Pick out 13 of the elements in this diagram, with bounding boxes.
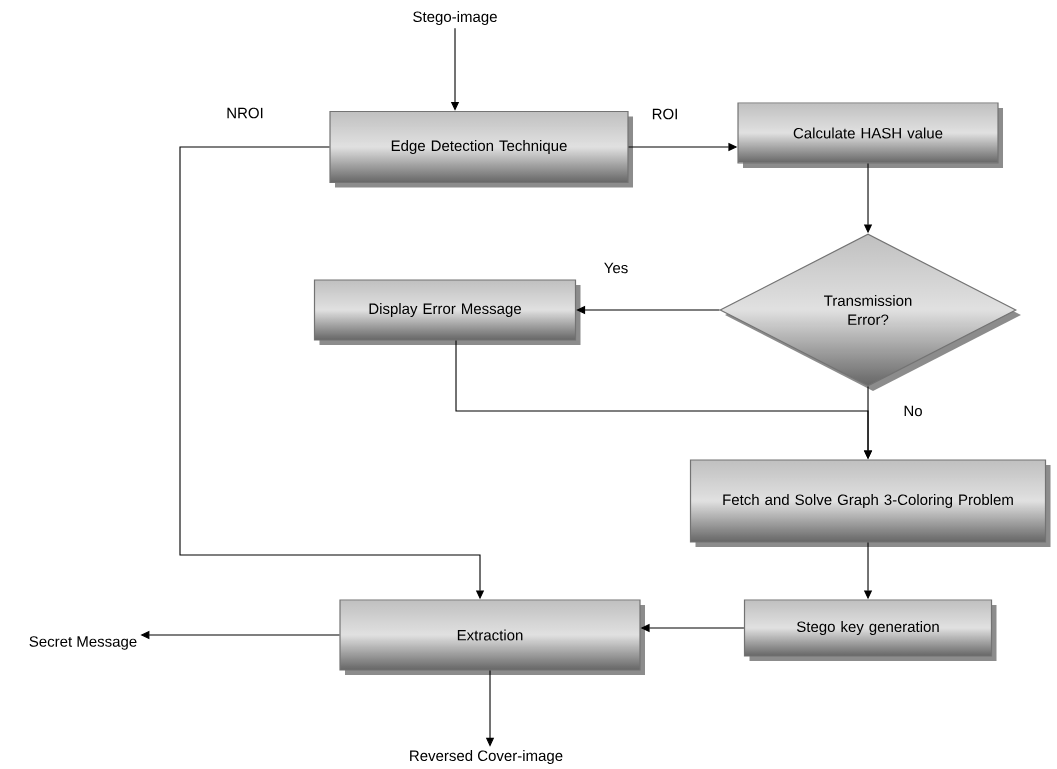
edge-label: NROI	[224, 105, 266, 121]
terminal-text: Reversed Cover-image	[410, 750, 563, 764]
process-box: Stego key generation	[743, 599, 997, 661]
process-box: Extraction	[339, 599, 645, 675]
process-box: Fetch and Solve Graph 3-Coloring Problem	[689, 459, 1051, 547]
edge-label: ROI	[649, 106, 681, 122]
process-box: Calculate HASH value	[737, 102, 1003, 168]
terminal-text: Secret Message	[29, 636, 137, 650]
process-box: Edge Detection Technique	[329, 110, 633, 188]
edge-label: Yes	[601, 260, 631, 276]
edge-label: No	[901, 403, 925, 419]
terminal-text: Stego-image	[413, 11, 497, 25]
process-box: Display Error Message	[313, 279, 581, 345]
